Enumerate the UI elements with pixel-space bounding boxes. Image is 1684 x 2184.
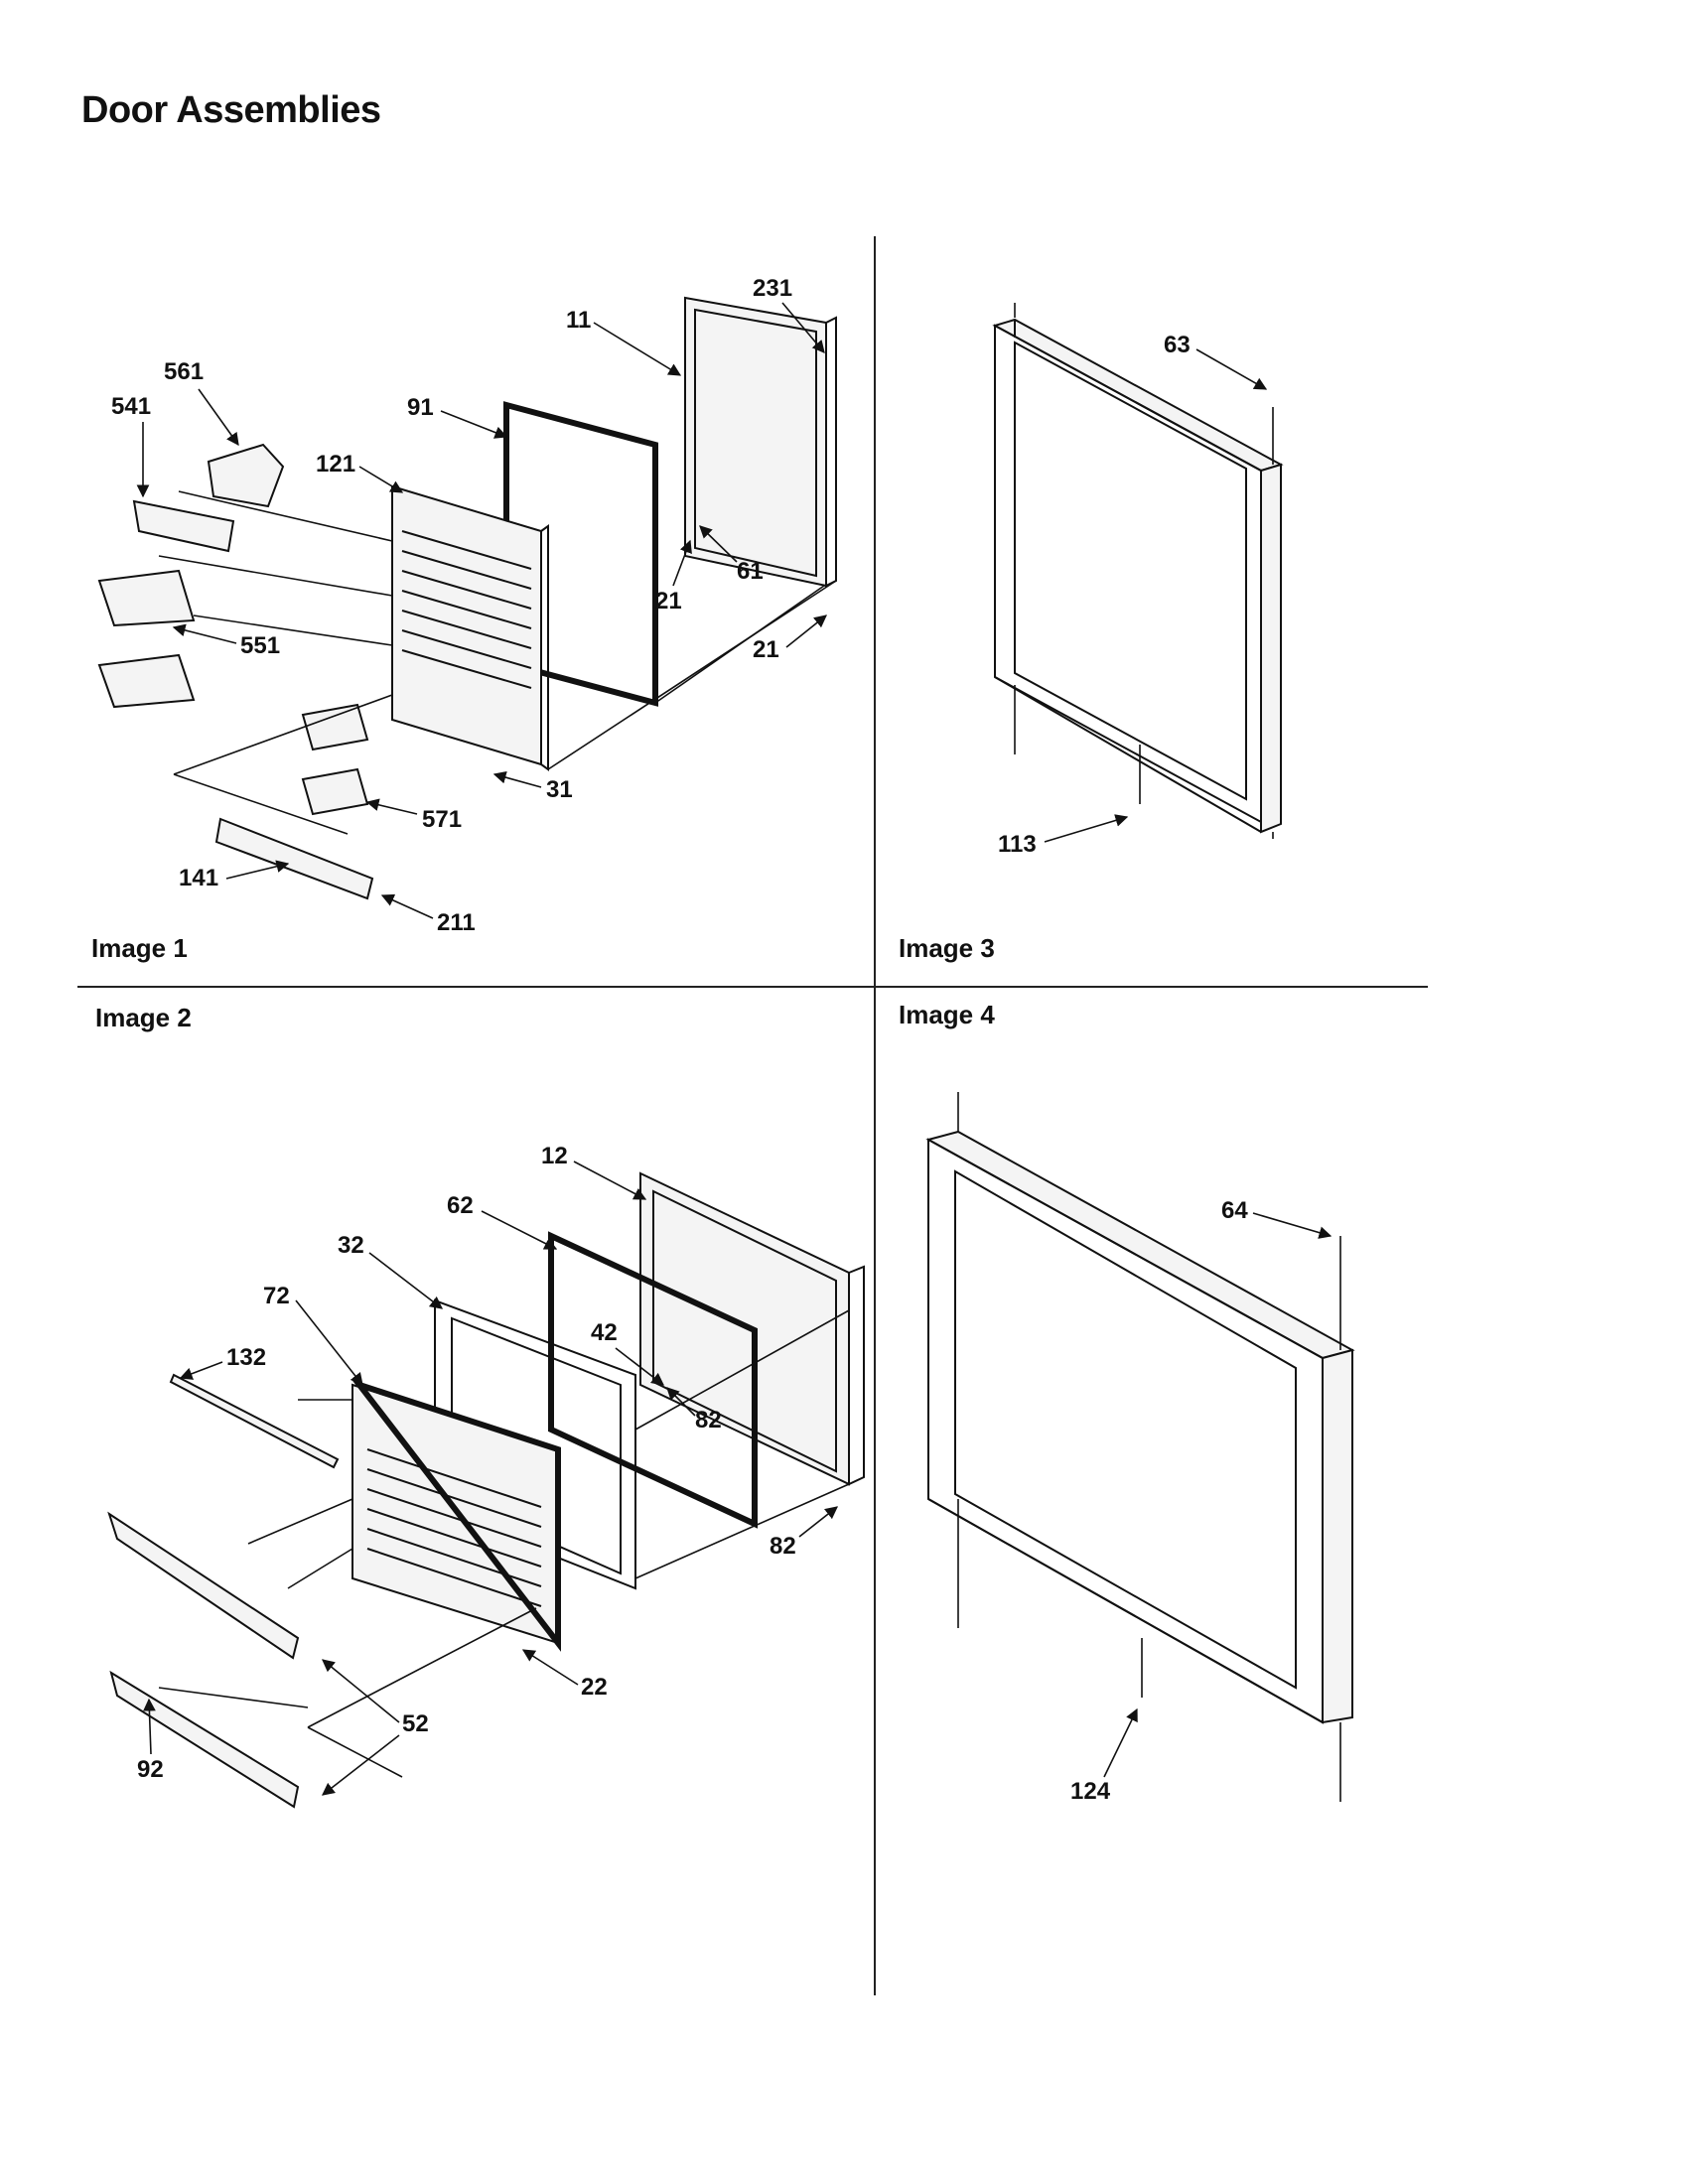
image-4-diagram: 64 124 <box>925 1092 1355 1805</box>
callout-82-upper: 82 <box>695 1407 722 1433</box>
callout-11: 11 <box>566 307 591 334</box>
callout-571: 571 <box>422 806 462 833</box>
callout-21-left: 21 <box>655 588 682 614</box>
outer-door-panel <box>684 296 837 588</box>
callout-22: 22 <box>581 1674 608 1701</box>
callout-124: 124 <box>1070 1778 1111 1805</box>
image-3-label: Image 3 <box>899 933 995 963</box>
shelf-retainer-bar <box>214 817 374 900</box>
image-1-label: Image 1 <box>91 933 188 963</box>
callout-561: 561 <box>164 358 204 385</box>
image-4-label: Image 4 <box>899 1000 995 1029</box>
inner-door-liner <box>391 484 549 771</box>
egg-cup-lower <box>301 767 369 816</box>
assembly-lines-image-1 <box>158 490 837 835</box>
callout-31: 31 <box>546 776 573 803</box>
callout-82-lower: 82 <box>770 1533 796 1560</box>
egg-cup-upper <box>301 703 369 751</box>
image-2-diagram: 12 62 32 72 42 132 82 82 22 52 92 <box>107 1143 865 1809</box>
freezer-frame-top <box>925 1130 1355 1360</box>
callout-231: 231 <box>753 275 792 302</box>
callout-121: 121 <box>316 451 355 478</box>
callout-72: 72 <box>263 1283 290 1309</box>
callout-63: 63 <box>1164 332 1191 358</box>
door-frame-top <box>992 318 1284 473</box>
freezer-bin-upper <box>107 1511 300 1660</box>
page-title: Door Assemblies <box>81 89 381 131</box>
horizontal-divider <box>77 986 1428 988</box>
callout-132: 132 <box>226 1344 266 1371</box>
freezer-gasket <box>548 1231 758 1529</box>
callout-113: 113 <box>998 831 1037 858</box>
callout-52: 52 <box>402 1710 429 1737</box>
image-2-label: Image 2 <box>95 1003 192 1032</box>
image-3-diagram: 63 113 <box>992 303 1284 858</box>
callout-12: 12 <box>541 1143 568 1169</box>
callout-91: 91 <box>407 394 434 421</box>
callout-92: 92 <box>137 1756 164 1783</box>
assembly-lines-image-2 <box>158 1309 850 1778</box>
callout-21-right: 21 <box>753 636 779 663</box>
callout-551: 551 <box>240 632 280 659</box>
image-1-diagram: 231 11 561 541 91 121 61 21 21 551 31 57… <box>97 275 837 936</box>
callout-64: 64 <box>1221 1197 1248 1224</box>
callout-32: 32 <box>338 1232 364 1259</box>
freezer-rail <box>169 1373 340 1469</box>
door-shelf-lower <box>97 653 196 709</box>
freezer-liner-ribs <box>366 1448 542 1607</box>
bin-bracket <box>132 499 235 553</box>
callout-541: 541 <box>111 393 151 420</box>
callout-211: 211 <box>437 909 476 936</box>
freezer-bin-lower <box>109 1670 300 1809</box>
dairy-bin <box>207 443 285 508</box>
callout-42: 42 <box>591 1319 618 1346</box>
door-shelf-upper <box>97 569 196 627</box>
callout-62: 62 <box>447 1192 474 1219</box>
callout-61: 61 <box>737 558 764 585</box>
vertical-divider <box>874 236 876 1995</box>
liner-ribs <box>401 530 532 689</box>
callout-141: 141 <box>179 865 218 891</box>
